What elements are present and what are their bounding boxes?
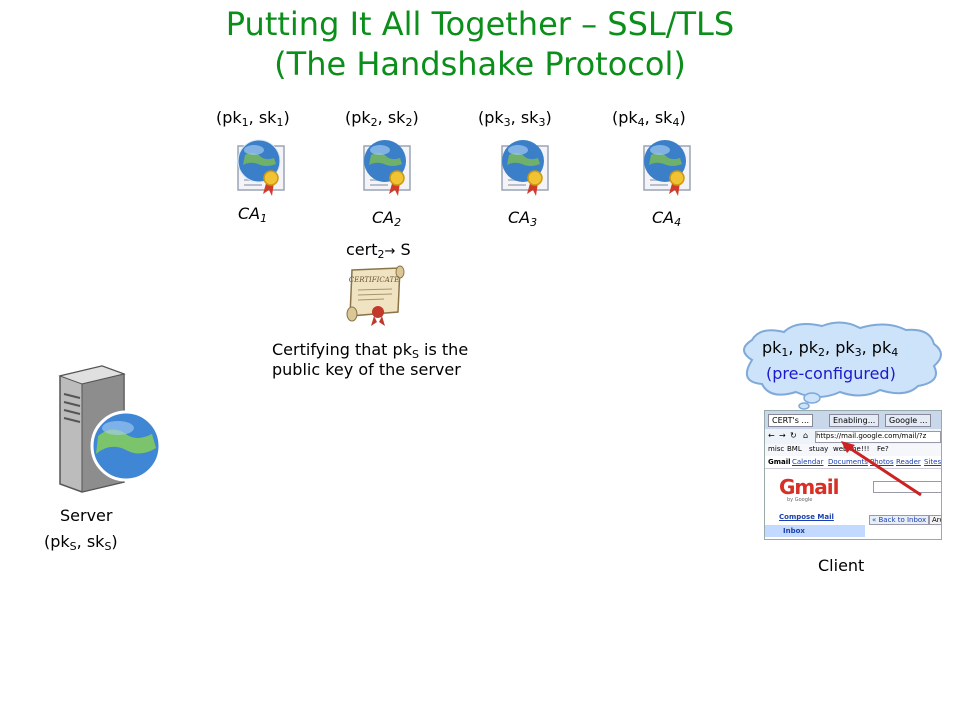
calendar-link[interactable]: Calendar — [792, 458, 824, 466]
cloud-key-list: pk1, pk2, pk3, pk4 — [762, 338, 899, 359]
documents-link[interactable]: Documents — [828, 458, 868, 466]
ca1-label: CA1 — [238, 204, 268, 225]
browser-tab[interactable]: CERT's ... — [768, 414, 814, 427]
client-label: Client — [818, 556, 865, 575]
bookmark[interactable]: BML — [787, 445, 802, 453]
title-line-1: Putting It All Together – SSL/TLS — [225, 5, 735, 43]
server-icon — [58, 365, 162, 493]
browser-window: CERT's ... Enabling... Google ... ← → ↻ … — [764, 410, 942, 540]
gmail-logo: Gmail — [779, 475, 839, 499]
reader-link[interactable]: Reader — [896, 458, 921, 466]
ca4-certificate-icon — [643, 140, 691, 196]
ca2-label: CA2 — [372, 208, 402, 229]
gmail-logo-sub: by Google — [787, 497, 813, 503]
red-arrow-icon — [841, 441, 922, 497]
thought-cloud — [743, 321, 942, 410]
forward-arrow-icon[interactable]: → — [779, 431, 786, 440]
browser-tab[interactable]: Enabling... — [829, 414, 880, 427]
reload-icon[interactable]: ↻ — [790, 431, 797, 440]
ca3-keypair: (pk3, sk3) — [478, 108, 552, 129]
back-to-inbox-button[interactable]: « Back to Inbox — [869, 515, 930, 525]
cloud-note: (pre-configured) — [766, 364, 896, 383]
certificate-scroll-icon: CERTIFICATE — [346, 265, 405, 326]
compose-mail-link[interactable]: Compose Mail — [779, 513, 834, 521]
server-keypair: (pkS, skS) — [44, 532, 118, 553]
ca1-keypair: (pk1, sk1) — [216, 108, 290, 129]
ca2-keypair: (pk2, sk2) — [345, 108, 419, 129]
home-icon[interactable]: ⌂ — [803, 431, 809, 440]
ca4-keypair: (pk4, sk4) — [612, 108, 686, 129]
browser-tabbar: CERT's ... Enabling... Google ... — [765, 411, 941, 429]
ca2-certificate-icon — [363, 140, 411, 196]
browser-toolbar: ← → ↻ ⌂ https://mail.google.com/mail/?z — [765, 429, 941, 444]
browser-tab[interactable]: Google ... — [885, 414, 932, 427]
sites-link[interactable]: Sites — [924, 458, 942, 466]
inbox-link[interactable]: Inbox — [783, 527, 805, 535]
ca4-label: CA4 — [652, 208, 682, 229]
server-label: Server — [60, 506, 113, 525]
gmail-body: Gmail by Google Compose Mail Inbox « Bac… — [765, 469, 941, 539]
ca3-label: CA3 — [508, 208, 538, 229]
address-bar[interactable]: https://mail.google.com/mail/?z — [815, 431, 941, 443]
scroll-heading: CERTIFICATE — [349, 276, 399, 284]
photos-link[interactable]: Photos — [870, 458, 894, 466]
certificate-description: Certifying that pkS is the public key of… — [272, 340, 469, 379]
bookmark[interactable]: !!! — [861, 445, 870, 453]
bookmark[interactable]: misc — [768, 445, 785, 453]
slide-title: Putting It All Together – SSL/TLS (The H… — [0, 4, 960, 84]
bookmark[interactable]: Fe? — [877, 445, 889, 453]
back-arrow-icon[interactable]: ← — [768, 431, 775, 440]
ca3-certificate-icon — [501, 140, 549, 196]
gmail-link[interactable]: Gmail — [768, 458, 791, 466]
title-line-2: (The Handshake Protocol) — [274, 45, 686, 83]
bookmark[interactable]: stuay — [809, 445, 829, 453]
cert-label: cert2→ S — [346, 240, 411, 261]
archive-button[interactable]: Arc — [929, 515, 941, 525]
gmail-nav: Gmail Calendar Documents Photos Reader S… — [765, 456, 941, 469]
ca1-certificate-icon — [237, 139, 285, 196]
inbox-highlight — [765, 525, 865, 537]
